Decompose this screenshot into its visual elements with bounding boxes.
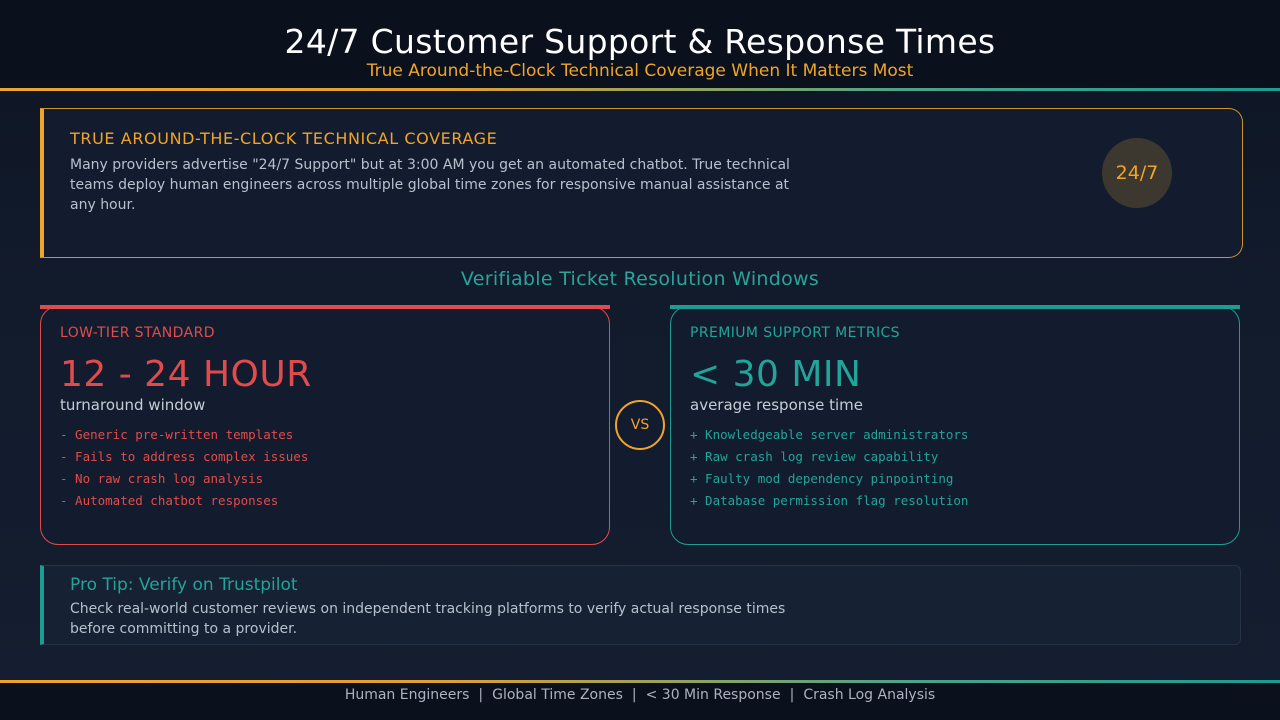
footer-separator: |: [478, 687, 484, 703]
footer-item: < 30 Min Response: [645, 687, 781, 703]
pro-tip-card: Pro Tip: Verify on Trustpilot Check real…: [40, 565, 1241, 645]
footer-separator: |: [631, 687, 637, 703]
low-tier-caption: turnaround window: [60, 396, 206, 414]
section-heading: Verifiable Ticket Resolution Windows: [460, 268, 820, 290]
always-on-badge: 24/7: [1102, 138, 1172, 208]
footer-divider: [0, 680, 1280, 683]
coverage-body: Many providers advertise "24/7 Support" …: [70, 157, 790, 213]
premium-caption: average response time: [690, 396, 863, 414]
footer: Human Engineers | Global Time Zones | < 30 M…: [0, 683, 1280, 720]
list-item: - Fails to address complex issues: [60, 449, 309, 464]
premium-label: PREMIUM SUPPORT METRICS: [690, 325, 900, 341]
premium-list: + Knowledgeable server administrators + …: [690, 424, 968, 512]
header: 24/7 Customer Support & Response Times T…: [0, 0, 1280, 88]
header-divider: [0, 88, 1280, 91]
footer-item: Global Time Zones: [492, 687, 623, 703]
list-item: - Generic pre-written templates: [60, 427, 294, 442]
vs-badge: VS: [615, 400, 665, 450]
low-tier-label: LOW-TIER STANDARD: [60, 325, 215, 341]
coverage-heading: TRUE AROUND-THE-CLOCK TECHNICAL COVERAGE: [70, 129, 498, 148]
pro-tip-heading: Pro Tip: Verify on Trustpilot: [70, 575, 298, 595]
list-item: + Database permission flag resolution: [690, 493, 969, 508]
premium-panel: PREMIUM SUPPORT METRICS < 30 MIN average…: [670, 306, 1240, 545]
footer-item: Crash Log Analysis: [803, 687, 936, 703]
list-item: + Knowledgeable server administrators: [690, 427, 969, 442]
footer-item: Human Engineers: [344, 687, 470, 703]
low-tier-panel: LOW-TIER STANDARD 12 - 24 HOUR turnaroun…: [40, 306, 610, 545]
premium-metric: < 30 MIN: [690, 354, 862, 395]
premium-accent-bar: [670, 305, 1240, 309]
list-item: + Faulty mod dependency pinpointing: [690, 471, 954, 486]
footer-separator: |: [789, 687, 795, 703]
low-tier-accent-bar: [40, 305, 610, 309]
list-item: - Automated chatbot responses: [60, 493, 279, 508]
low-tier-list: - Generic pre-written templates - Fails …: [60, 424, 308, 512]
low-tier-metric: 12 - 24 HOUR: [60, 354, 312, 395]
footer-feature-list: Human Engineers | Global Time Zones | < 30 M…: [0, 685, 1280, 705]
coverage-card: TRUE AROUND-THE-CLOCK TECHNICAL COVERAGE…: [40, 108, 1243, 258]
page-subtitle: True Around-the-Clock Technical Coverage…: [366, 61, 914, 81]
list-item: - No raw crash log analysis: [60, 471, 264, 486]
page-title: 24/7 Customer Support & Response Times: [284, 22, 996, 61]
list-item: + Raw crash log review capability: [690, 449, 939, 464]
pro-tip-body: Check real-world customer reviews on ind…: [70, 601, 786, 637]
